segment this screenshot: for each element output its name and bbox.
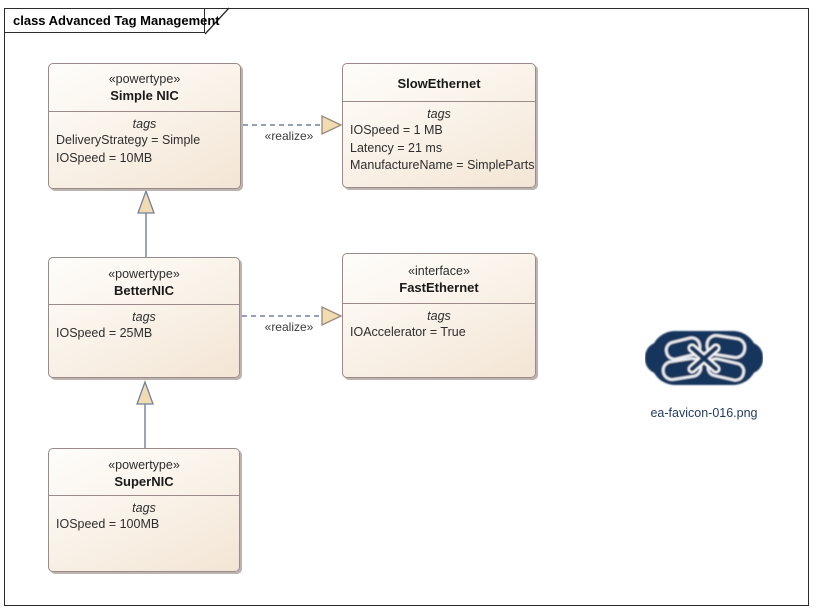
tag-value: IOSpeed = 1 MB	[350, 123, 443, 137]
class-stereotype: «interface»	[408, 264, 470, 278]
tags-compartment-label: tags	[427, 309, 451, 323]
tag-value: Latency = 21 ms	[350, 140, 443, 155]
tags-compartment-label: tags	[132, 501, 156, 515]
class-header: «powertype» BetterNIC	[49, 258, 239, 305]
tag-value: IOSpeed = 100MB	[56, 517, 160, 531]
class-box-simple-nic[interactable]: «powertype» Simple NIC tags DeliveryStra…	[48, 63, 241, 189]
class-box-better-nic[interactable]: «powertype» BetterNIC tags IOSpeed = 25M…	[48, 257, 240, 378]
tags-compartment: tags IOAccelerator = True	[343, 304, 535, 342]
tag-value: ManufactureName = SimpleParts	[350, 158, 535, 172]
diagram-frame	[4, 8, 809, 606]
tags-compartment-label: tags	[132, 310, 156, 324]
class-header: «powertype» SuperNIC	[49, 449, 239, 496]
tags-compartment: tags IOSpeed = 1 MB Latency = 21 ms Manu…	[343, 102, 535, 175]
tag-value: IOAccelerator = True	[350, 325, 466, 339]
ea-favicon-image	[645, 331, 763, 385]
class-name: SlowEthernet	[397, 76, 481, 91]
class-name: SuperNIC	[114, 474, 174, 489]
tags-compartment-label: tags	[427, 107, 451, 121]
class-header: «powertype» Simple NIC	[49, 64, 240, 112]
tags-compartment: tags IOSpeed = 25MB	[49, 305, 239, 343]
class-name: BetterNIC	[114, 283, 174, 298]
class-box-super-nic[interactable]: «powertype» SuperNIC tags IOSpeed = 100M…	[48, 448, 240, 572]
class-name: Simple NIC	[110, 88, 179, 103]
tag-value: IOSpeed = 25MB	[56, 326, 153, 340]
tags-compartment: tags DeliveryStrategy = Simple IOSpeed =…	[49, 112, 240, 167]
class-header: «interface» FastEthernet	[343, 254, 535, 304]
realize-connector-label: «realize»	[264, 320, 314, 334]
class-stereotype: «powertype»	[108, 267, 180, 281]
diagram-title-tab: class Advanced Tag Management	[4, 8, 220, 33]
class-name: FastEthernet	[399, 280, 479, 295]
tag-value: IOSpeed = 10MB	[56, 150, 153, 165]
diagram-title: class Advanced Tag Management	[13, 13, 220, 28]
tags-compartment-label: tags	[132, 117, 157, 131]
class-box-fast-ethernet[interactable]: «interface» FastEthernet tags IOAccelera…	[342, 253, 536, 378]
class-stereotype: «powertype»	[108, 458, 180, 472]
class-stereotype: «powertype»	[108, 72, 181, 86]
tags-compartment: tags IOSpeed = 100MB	[49, 496, 239, 534]
tag-value: DeliveryStrategy = Simple	[56, 133, 201, 147]
realize-connector-label: «realize»	[264, 129, 314, 143]
image-caption: ea-favicon-016.png	[650, 406, 758, 420]
class-header: SlowEthernet	[343, 64, 535, 102]
image-artifact[interactable]: ea-favicon-016.png	[645, 327, 763, 420]
class-box-slow-ethernet[interactable]: SlowEthernet tags IOSpeed = 1 MB Latency…	[342, 63, 536, 188]
